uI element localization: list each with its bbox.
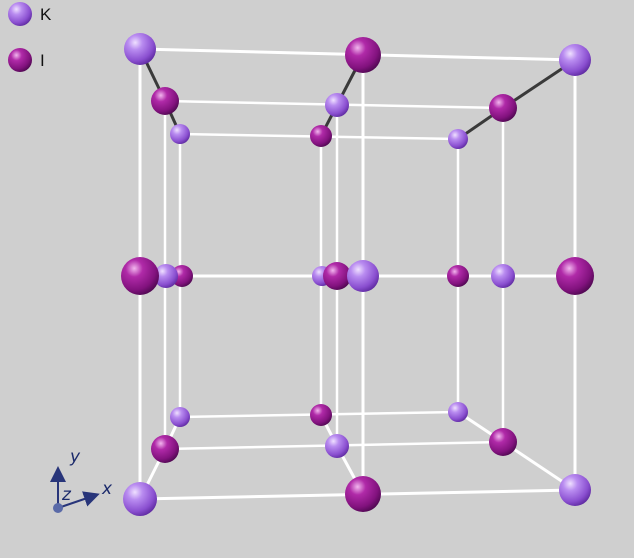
atom-k[interactable]	[325, 434, 349, 458]
atom-i[interactable]	[310, 404, 332, 426]
atom-i[interactable]	[323, 262, 351, 290]
atom-k[interactable]	[448, 402, 468, 422]
atom-k[interactable]	[170, 124, 190, 144]
atom-k[interactable]	[325, 93, 349, 117]
atom-i[interactable]	[151, 87, 179, 115]
atom-k[interactable]	[124, 33, 156, 65]
atom-i[interactable]	[151, 435, 179, 463]
atom-k[interactable]	[559, 474, 591, 506]
z-axis-origin	[53, 503, 63, 513]
atom-i[interactable]	[447, 265, 469, 287]
atom-k[interactable]	[170, 407, 190, 427]
atom-k[interactable]	[559, 44, 591, 76]
x-axis-arrow	[57, 491, 100, 509]
atom-i[interactable]	[310, 125, 332, 147]
legend: K I	[8, 2, 52, 72]
axis-triad: x y z	[50, 447, 113, 513]
atom-i[interactable]	[489, 94, 517, 122]
atom-k[interactable]	[154, 264, 178, 288]
atom-k[interactable]	[123, 482, 157, 516]
atoms-outer-cube[interactable]	[121, 33, 594, 516]
atom-i[interactable]	[489, 428, 517, 456]
atom-k[interactable]	[347, 260, 379, 292]
atom-k[interactable]	[491, 264, 515, 288]
x-axis-label: x	[101, 479, 113, 499]
atom-i[interactable]	[345, 37, 381, 73]
atom-i[interactable]	[556, 257, 594, 295]
legend-item-i: I	[8, 48, 45, 72]
atom-i[interactable]	[345, 476, 381, 512]
z-axis-label: z	[61, 485, 72, 505]
atoms-middle-cube[interactable]	[151, 87, 517, 463]
legend-swatch-k	[8, 2, 32, 26]
legend-label-k: K	[40, 5, 52, 24]
atom-k[interactable]	[448, 129, 468, 149]
legend-label-i: I	[40, 51, 45, 70]
legend-item-k: K	[8, 2, 52, 26]
y-axis-label: y	[69, 447, 81, 467]
atom-i[interactable]	[121, 257, 159, 295]
legend-swatch-i	[8, 48, 32, 72]
